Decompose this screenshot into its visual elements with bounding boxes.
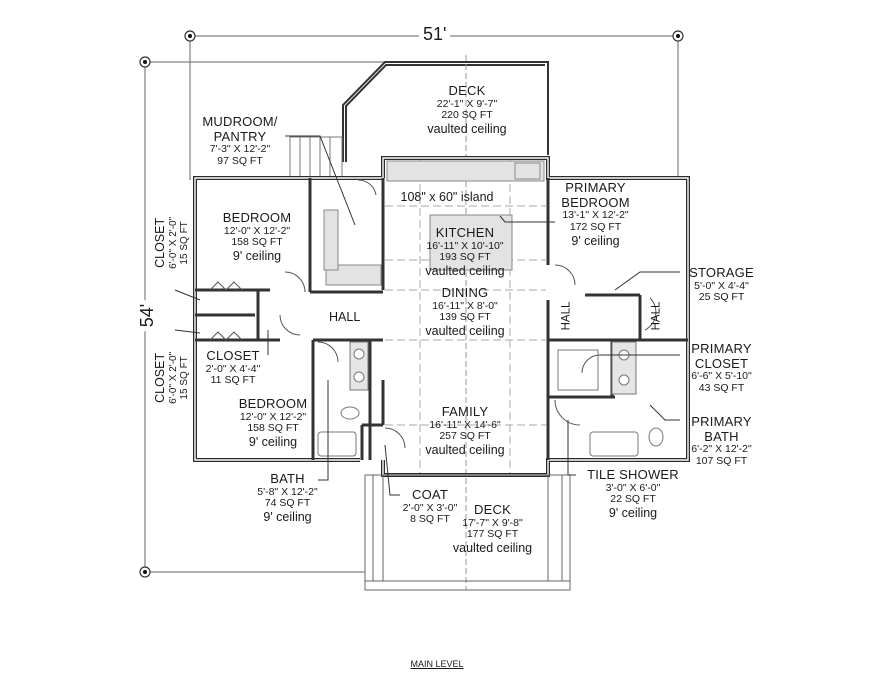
room-size: 5'-0" X 4'-4" [694, 279, 749, 292]
room-primary-bedroom: PRIMARY BEDROOM 13'-1" X 12'-2" 172 SQ F… [553, 180, 638, 248]
room-bedroom-upper: BEDROOM 12'-0" X 12'-2" 158 SQ FT 9' cei… [212, 210, 302, 264]
plan-title: MAIN LEVEL [410, 659, 464, 669]
room-size: 13'-1" X 12'-2" [562, 209, 629, 222]
room-area: 15 SQ FT [178, 221, 190, 265]
room-bath: BATH 5'-8" X 12'-2" 74 SQ FT 9' ceiling [250, 471, 325, 525]
island-note: 108" x 60" island [400, 190, 494, 204]
room-name: MUDROOM/ [202, 114, 278, 129]
room-size: 2'-0" X 4'-4" [205, 362, 261, 375]
kitchen-counters [323, 160, 545, 286]
room-name: CLOSET [153, 217, 168, 268]
front-deck-outline [364, 474, 571, 591]
room-name: PRIMARY [691, 341, 752, 356]
room-area: 25 SQ FT [698, 291, 745, 304]
room-name: KITCHEN [435, 225, 495, 240]
room-area: 158 SQ FT [231, 236, 283, 249]
room-size: 7'-3" X 12'-2" [209, 143, 271, 156]
room-size: 12'-0" X 12'-2" [223, 224, 291, 237]
room-primary-bath: PRIMARY BATH 6'-2" X 12'-2" 107 SQ FT [684, 414, 759, 468]
room-name: BATH [270, 471, 305, 486]
room-name-2: BATH [704, 428, 739, 444]
room-name: STORAGE [689, 265, 754, 280]
room-area: 177 SQ FT [466, 528, 519, 541]
leader-lines [174, 135, 680, 496]
room-name: CLOSET [206, 348, 260, 363]
room-area: 158 SQ FT [247, 422, 299, 435]
door-swings [209, 179, 657, 449]
room-ceiling: 9' ceiling [232, 249, 282, 264]
room-kitchen: KITCHEN 16'-11" X 10'-10" 193 SQ FT vaul… [410, 225, 520, 279]
room-area: 8 SQ FT [410, 513, 450, 526]
room-tile-shower: TILE SHOWER 3'-0" X 6'-0" 22 SQ FT 9' ce… [578, 467, 688, 521]
overall-width-dimension: 51' [419, 24, 451, 45]
room-ceiling: vaulted ceiling [425, 443, 505, 458]
room-storage: STORAGE 5'-0" X 4'-4" 25 SQ FT [684, 265, 759, 304]
room-name: DECK [448, 83, 486, 98]
interior-walls [195, 178, 688, 460]
room-coat: COAT 2'-0" X 3'-0" 8 SQ FT [398, 487, 462, 526]
room-name: PRIMARY [691, 414, 752, 429]
room-area: 257 SQ FT [439, 430, 491, 443]
room-area: 107 SQ FT [695, 454, 748, 467]
room-ceiling: vaulted ceiling [452, 541, 533, 556]
room-ceiling: vaulted ceiling [425, 324, 505, 339]
overall-depth-dimension: 54' [137, 299, 159, 332]
room-family: FAMILY 16'-11" X 14'-6" 257 SQ FT vaulte… [410, 404, 520, 458]
room-area: 139 SQ FT [439, 311, 491, 324]
room-area: 22 SQ FT [610, 493, 656, 506]
room-mudroom-pantry: MUDROOM/ PANTRY 7'-3" X 12'-2" 97 SQ FT [195, 114, 285, 168]
room-closet-lower: CLOSET 6'-0" X 2'-0" 15 SQ FT [153, 338, 190, 418]
room-area: 172 SQ FT [569, 220, 622, 233]
room-name: COAT [412, 487, 448, 502]
room-hall-main: HALL [329, 310, 361, 324]
room-name: BEDROOM [222, 210, 292, 225]
room-name: TILE SHOWER [587, 467, 679, 482]
room-name: FAMILY [441, 404, 489, 419]
room-size: 16'-11" X 14'-6" [429, 418, 501, 431]
room-size: 12'-0" X 12'-2" [239, 410, 307, 423]
room-size: 2'-0" X 3'-0" [402, 501, 458, 514]
room-area: 97 SQ FT [217, 154, 263, 167]
room-size: 6'-2" X 12'-2" [691, 443, 752, 456]
room-name: CLOSET [153, 352, 168, 403]
room-dining: DINING 16'-11" X 8'-0" 139 SQ FT vaulted… [410, 285, 520, 339]
dimension-markers [139, 30, 684, 578]
room-ceiling: 9' ceiling [608, 506, 658, 521]
room-name-2: PANTRY [213, 128, 267, 144]
room-closet-upper: CLOSET 6'-0" X 2'-0" 15 SQ FT [153, 203, 190, 283]
room-primary-closet: PRIMARY CLOSET 6'-6" X 5'-10" 43 SQ FT [684, 341, 759, 395]
room-area: 220 SQ FT [441, 109, 493, 122]
room-ceiling: 9' ceiling [571, 233, 620, 248]
room-name: BEDROOM [238, 396, 308, 411]
room-name: PRIMARY [565, 180, 626, 195]
room-ceiling: vaulted ceiling [425, 264, 505, 279]
room-size: 3'-0" X 6'-0" [605, 481, 661, 494]
room-name: DINING [441, 285, 489, 300]
room-hall-left: HALL [560, 301, 573, 331]
room-bedroom-lower: BEDROOM 12'-0" X 12'-2" 158 SQ FT 9' cei… [228, 396, 318, 450]
room-size: 22'-1" X 9'-7" [436, 97, 498, 110]
room-size: 17'-7" X 9'-8" [462, 516, 523, 529]
room-ceiling: vaulted ceiling [427, 122, 507, 137]
room-name-2: BEDROOM [561, 194, 630, 210]
room-area: 193 SQ FT [439, 251, 491, 264]
room-area: 11 SQ FT [210, 374, 256, 387]
room-size: 5'-8" X 12'-2" [257, 485, 318, 498]
room-hall-right: HALL [650, 301, 663, 331]
room-size: 16'-11" X 8'-0" [432, 299, 498, 312]
room-size: 6'-0" X 2'-0" [167, 216, 179, 269]
room-size: 6'-6" X 5'-10" [691, 370, 752, 383]
room-size: 16'-11" X 10'-10" [426, 239, 504, 252]
room-area: 43 SQ FT [698, 381, 745, 394]
room-ceiling: 9' ceiling [263, 510, 312, 525]
room-closet-small: CLOSET 2'-0" X 4'-4" 11 SQ FT [198, 348, 268, 387]
room-size: 6'-0" X 2'-0" [167, 351, 179, 404]
room-deck-rear: DECK 22'-1" X 9'-7" 220 SQ FT vaulted ce… [422, 83, 512, 137]
room-area: 74 SQ FT [264, 497, 311, 510]
room-name: DECK [474, 502, 511, 517]
room-name-2: CLOSET [694, 355, 749, 371]
room-ceiling: 9' ceiling [248, 435, 298, 450]
room-area: 15 SQ FT [178, 356, 190, 400]
room-deck-front: DECK 17'-7" X 9'-8" 177 SQ FT vaulted ce… [445, 502, 540, 556]
